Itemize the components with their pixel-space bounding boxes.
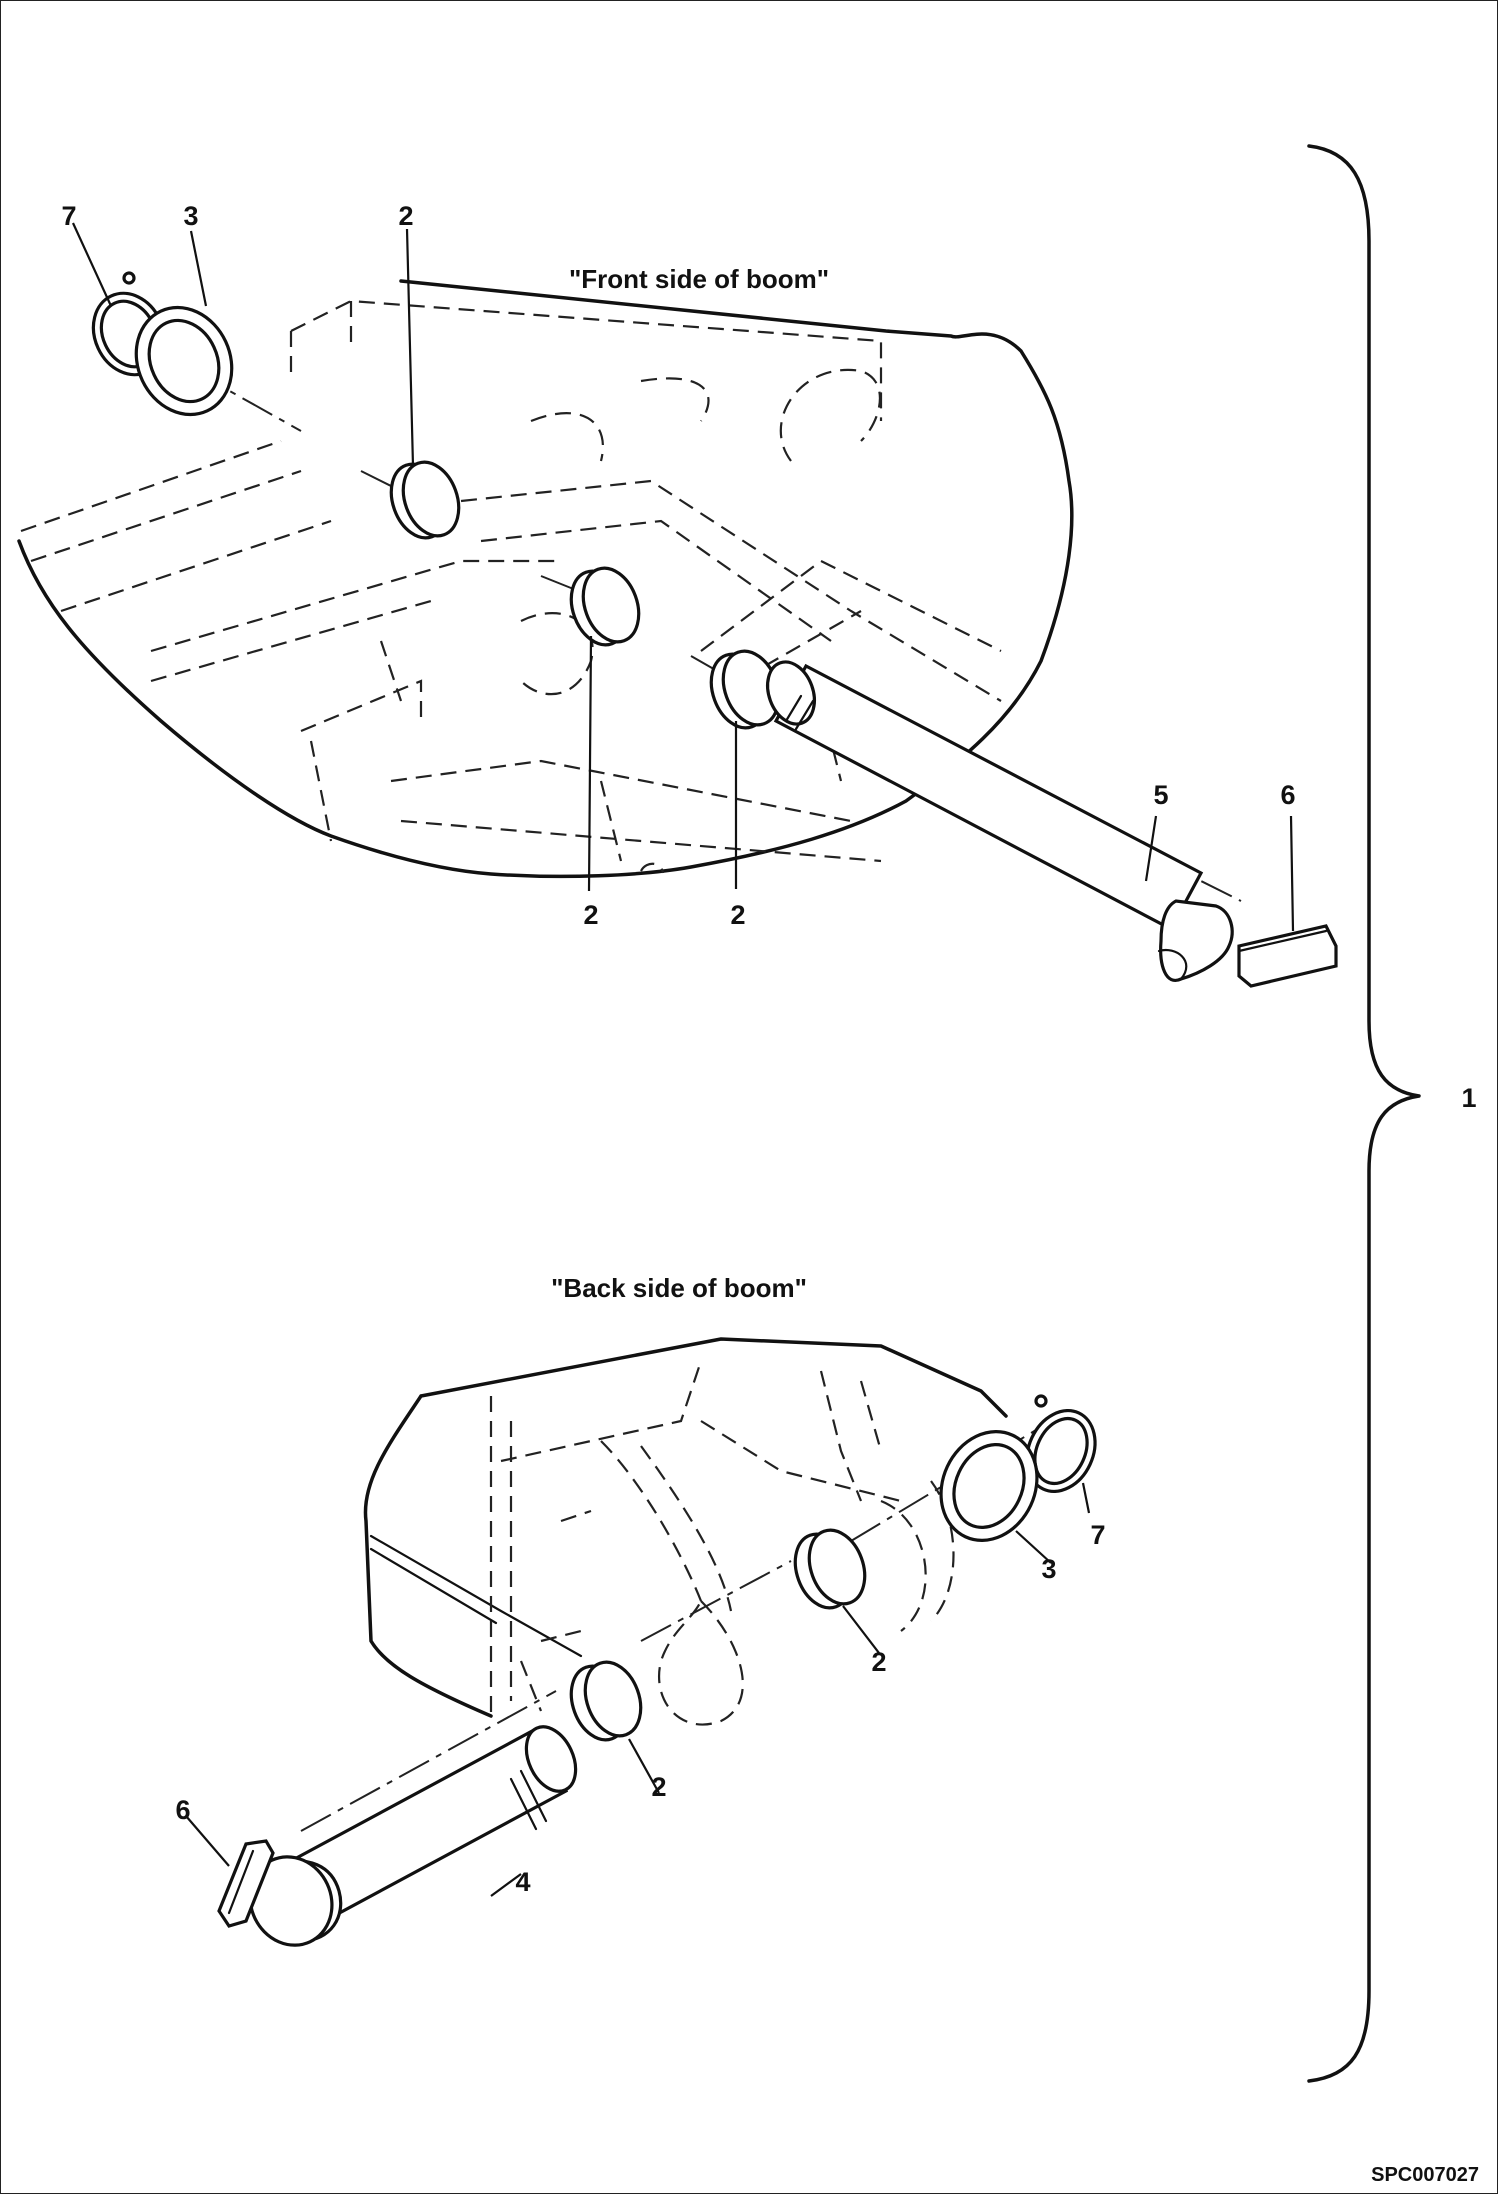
back-circlip	[1025, 1394, 1097, 1493]
callout-front-circlip: 7	[61, 201, 76, 231]
back-boom-edge	[369, 1534, 583, 1658]
front-view-caption: "Front side of boom"	[569, 264, 829, 294]
figure-id: SPC007027	[1371, 2164, 1479, 2186]
back-pin	[248, 1725, 578, 1947]
back-washer	[939, 1430, 1039, 1542]
callout-back-key: 6	[175, 1795, 190, 1825]
callout-back-pin: 4	[515, 1867, 530, 1897]
callout-front-bushing-a: 2	[398, 201, 413, 231]
callout-front-washer: 3	[183, 201, 198, 231]
callout-assembly: 1	[1461, 1083, 1476, 1113]
back-boom-outline	[363, 1337, 1008, 1718]
callout-front-key: 6	[1280, 780, 1295, 810]
front-pin	[766, 660, 1234, 982]
back-view-caption: "Back side of boom"	[551, 1273, 807, 1303]
callout-front-bushing-b: 2	[583, 900, 598, 930]
front-boom-outline	[17, 279, 1074, 879]
front-hidden-structure	[20, 299, 1002, 874]
callout-back-circlip: 7	[1090, 1520, 1105, 1550]
back-pin-axis	[300, 1420, 1052, 1832]
callout-front-pin: 5	[1153, 780, 1168, 810]
front-washer	[134, 305, 234, 417]
callout-back-washer: 3	[1041, 1554, 1056, 1584]
callout-front-bushing-c: 2	[730, 900, 745, 930]
back-bushings	[569, 1528, 867, 1742]
back-view	[185, 1337, 1097, 1947]
front-view	[17, 222, 1338, 988]
assembly-brace	[1307, 144, 1421, 2083]
front-key	[1237, 924, 1338, 988]
back-hidden-structure	[489, 1360, 955, 1726]
callout-back-bushing-a: 2	[871, 1647, 886, 1677]
callout-back-bushing-b: 2	[651, 1772, 666, 1802]
back-key	[217, 1839, 275, 1928]
front-bushings	[389, 460, 781, 730]
